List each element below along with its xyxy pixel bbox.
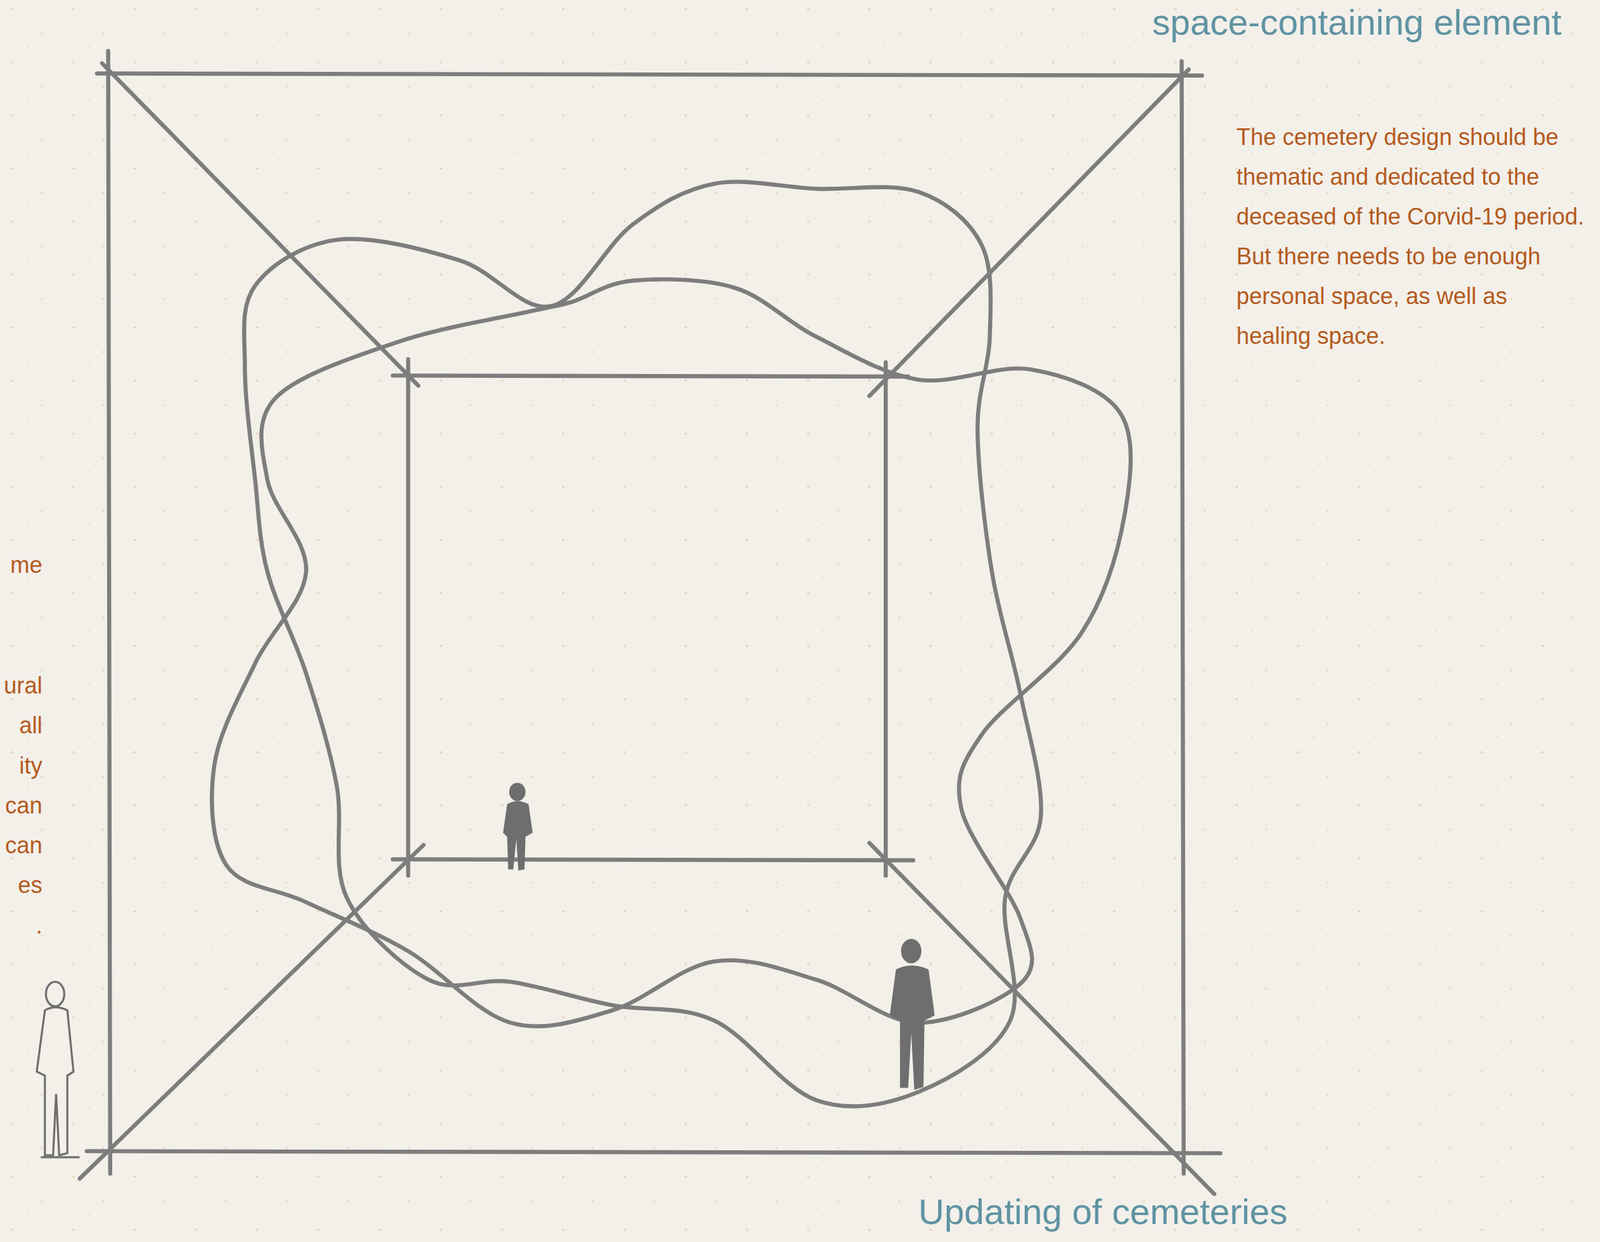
people-figures xyxy=(36,782,935,1157)
cut-off-text: es xyxy=(2,872,43,898)
cut-off-text: me xyxy=(2,552,43,578)
cut-off-text: ural xyxy=(2,672,43,699)
cut-off-text: all xyxy=(2,712,43,739)
cut-off-text: . xyxy=(2,912,43,939)
perspective-frame xyxy=(79,51,1221,1195)
cut-off-text: ity xyxy=(2,752,43,779)
wavy-loop xyxy=(244,181,1042,1106)
cut-off-text: can xyxy=(2,832,43,859)
small-figure xyxy=(502,782,533,871)
walking-figure xyxy=(890,938,935,1090)
section-heading: space-containing element xyxy=(1152,2,1562,43)
section-caption: Updating of cemeteries xyxy=(918,1191,1288,1232)
wavy-loop xyxy=(211,278,1131,1026)
wavy-loops xyxy=(211,181,1131,1106)
design-note: The cemetery design should be thematic a… xyxy=(1236,117,1588,356)
cut-off-text: can xyxy=(2,792,43,819)
scale-figure xyxy=(36,981,80,1157)
